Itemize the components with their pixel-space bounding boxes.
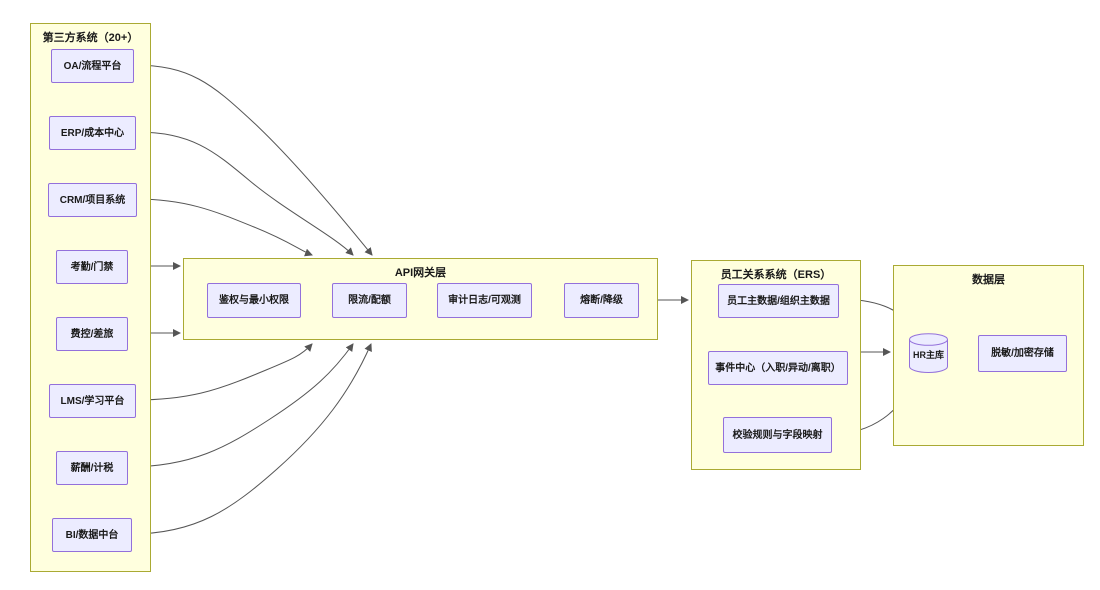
cluster-api-gateway-title: API网关层 <box>394 267 447 279</box>
node-validation-field-mapping: 校验规则与字段映射 <box>723 417 832 453</box>
node-masked-encrypted-storage: 脱敏/加密存储 <box>978 335 1067 372</box>
node-attendance-access: 考勤/门禁 <box>56 250 128 284</box>
cluster-ers: 员工关系系统（ERS） 员工主数据/组织主数据 事件中心（入职/异动/离职） 校… <box>691 260 861 470</box>
edge-lms-to-gateway <box>134 343 313 401</box>
cluster-ers-title: 员工关系系统（ERS） <box>720 269 832 281</box>
edge-erp-to-gateway <box>135 131 354 256</box>
edge-oa-to-gateway <box>132 64 373 256</box>
node-employee-master-data: 员工主数据/组织主数据 <box>718 284 839 318</box>
node-audit-log-observability: 审计日志/可观测 <box>437 283 532 318</box>
node-payroll-tax: 薪酬/计税 <box>56 451 128 485</box>
edge-crm-to-gateway <box>135 198 313 257</box>
node-auth-least-privilege: 鉴权与最小权限 <box>207 283 301 318</box>
cluster-data-layer-title: 数据层 <box>972 274 1005 286</box>
hr-database-cylinder: HR主库 <box>909 333 948 373</box>
database-icon <box>909 333 948 373</box>
node-erp-cost-center: ERP/成本中心 <box>49 116 136 150</box>
node-bi-data-platform: BI/数据中台 <box>52 518 132 552</box>
edge-bi-to-gateway <box>130 343 372 535</box>
node-expense-travel: 费控/差旅 <box>56 317 128 351</box>
node-lms-learning: LMS/学习平台 <box>49 384 136 418</box>
cluster-data-layer: 数据层 HR主库 脱敏/加密存储 <box>893 265 1084 446</box>
cluster-api-gateway: API网关层 鉴权与最小权限 限流/配额 审计日志/可观测 熔断/降级 <box>183 258 658 340</box>
edge-payroll-to-gateway <box>126 343 354 468</box>
node-oa-platform: OA/流程平台 <box>51 49 134 83</box>
node-circuit-breaker-degrade: 熔断/降级 <box>564 283 639 318</box>
node-rate-limit-quota: 限流/配额 <box>332 283 407 318</box>
node-crm-project: CRM/项目系统 <box>48 183 137 217</box>
hr-database-label: HR主库 <box>913 350 944 360</box>
cluster-third-party-title: 第三方系统（20+） <box>42 32 139 44</box>
cluster-third-party: 第三方系统（20+） OA/流程平台 ERP/成本中心 CRM/项目系统 考勤/… <box>30 23 151 572</box>
node-event-center: 事件中心（入职/异动/离职） <box>708 351 848 385</box>
